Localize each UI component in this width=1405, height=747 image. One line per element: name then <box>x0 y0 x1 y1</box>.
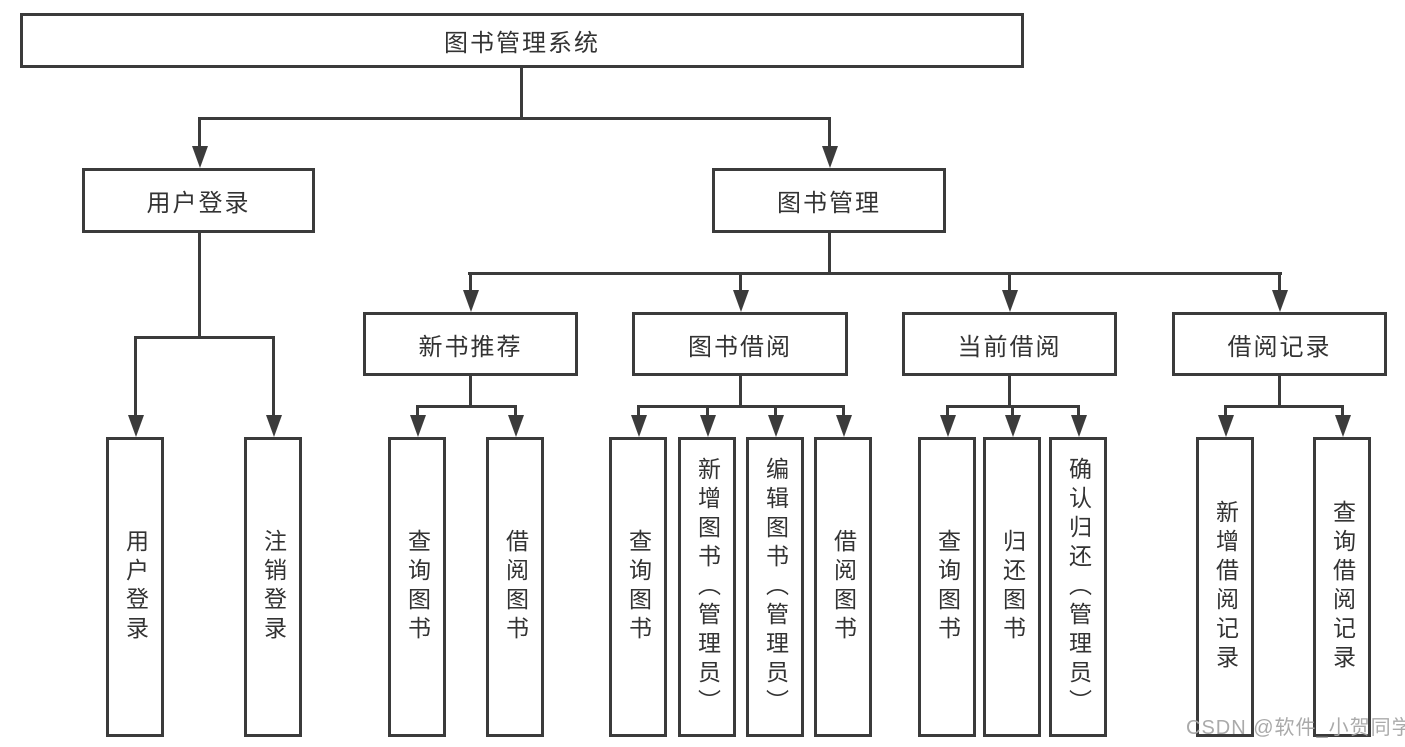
leaf-return-books: 归还图书 <box>983 437 1041 737</box>
leaf-label: 查询图书 <box>404 529 431 645</box>
leaf-label: 新增图书（管理员） <box>694 456 721 718</box>
connector-mgmt-stem <box>828 233 831 273</box>
leaf-query-borrow-record: 查询借阅记录 <box>1313 437 1371 737</box>
connector-group-rail <box>416 405 517 408</box>
leaf-label: 注销登录 <box>260 529 287 645</box>
leaf-add-borrow-record: 新增借阅记录 <box>1196 437 1254 737</box>
node-book-management: 图书管理 <box>712 168 946 233</box>
leaf-label: 查询借阅记录 <box>1329 500 1356 674</box>
leaf-label: 编辑图书（管理员） <box>762 456 789 718</box>
node-label: 当前借阅 <box>957 333 1062 361</box>
arrow-to-leaf <box>1217 405 1234 437</box>
watermark: CSDN @软件_小贺同学 <box>1186 717 1405 739</box>
leaf-label: 用户登录 <box>122 529 149 645</box>
leaf-label: 确认归还（管理员） <box>1065 456 1092 718</box>
node-current-borrowing: 当前借阅 <box>902 312 1117 376</box>
arrow-to-user-login <box>191 117 208 168</box>
connector-module-stem <box>469 376 472 406</box>
node-label: 图书借阅 <box>688 333 792 361</box>
leaf-query-books: 查询图书 <box>609 437 667 737</box>
arrow-to-leaf <box>1070 405 1087 437</box>
leaf-label: 借阅图书 <box>502 529 529 645</box>
arrow-to-module <box>732 272 749 312</box>
leaf-borrow-books: 借阅图书 <box>814 437 872 737</box>
leaf-logout-login: 注销登录 <box>244 437 302 737</box>
connector-module-stem <box>1278 376 1281 406</box>
node-label: 图书管理 <box>777 190 881 217</box>
node-label: 新书推荐 <box>418 333 523 361</box>
arrow-to-leaf <box>507 405 524 437</box>
leaf-label: 查询图书 <box>625 529 652 645</box>
node-label: 图书管理系统 <box>444 30 600 57</box>
connector-login-stem <box>198 233 201 337</box>
arrow-to-leaf <box>630 405 647 437</box>
connector-group-rail <box>637 405 845 408</box>
arrow-to-leaf <box>1334 405 1351 437</box>
arrow-to-leaf <box>409 405 426 437</box>
node-library-system: 图书管理系统 <box>20 13 1024 68</box>
arrow-to-module <box>1001 272 1018 312</box>
connector-module-stem <box>1008 376 1011 406</box>
connector-login-rail <box>134 336 275 339</box>
arrow-to-leaf <box>1004 405 1021 437</box>
connector-group-rail <box>1224 405 1344 408</box>
connector-root-stem <box>520 68 523 118</box>
leaf-borrow-books: 借阅图书 <box>486 437 544 737</box>
leaf-label: 归还图书 <box>999 529 1026 645</box>
leaf-add-book-admin: 新增图书（管理员） <box>678 437 736 737</box>
node-label: 借阅记录 <box>1227 333 1332 361</box>
node-book-borrowing: 图书借阅 <box>632 312 848 376</box>
leaf-confirm-return-admin: 确认归还（管理员） <box>1049 437 1107 737</box>
arrow-to-module <box>1271 272 1288 312</box>
connector-module-stem <box>739 376 742 406</box>
leaf-query-books: 查询图书 <box>388 437 446 737</box>
arrow-to-leaf <box>835 405 852 437</box>
leaf-edit-book-admin: 编辑图书（管理员） <box>746 437 804 737</box>
node-user-login: 用户登录 <box>82 168 315 233</box>
leaf-label: 查询图书 <box>934 529 961 645</box>
arrow-to-leaf <box>939 405 956 437</box>
arrow-to-leaf <box>699 405 716 437</box>
leaf-query-books: 查询图书 <box>918 437 976 737</box>
arrow-to-leaf <box>265 336 282 437</box>
arrow-to-book-management <box>821 117 838 168</box>
node-new-book-recommendation: 新书推荐 <box>363 312 578 376</box>
connector-level2-rail <box>468 272 1282 275</box>
leaf-label: 借阅图书 <box>830 529 857 645</box>
arrow-to-module <box>462 272 479 312</box>
leaf-user-login: 用户登录 <box>106 437 164 737</box>
arrow-to-leaf <box>767 405 784 437</box>
node-label: 用户登录 <box>146 190 251 217</box>
node-borrowing-records: 借阅记录 <box>1172 312 1387 376</box>
connector-level1-rail <box>198 117 831 120</box>
arrow-to-leaf <box>127 336 144 437</box>
leaf-label: 新增借阅记录 <box>1212 500 1239 674</box>
